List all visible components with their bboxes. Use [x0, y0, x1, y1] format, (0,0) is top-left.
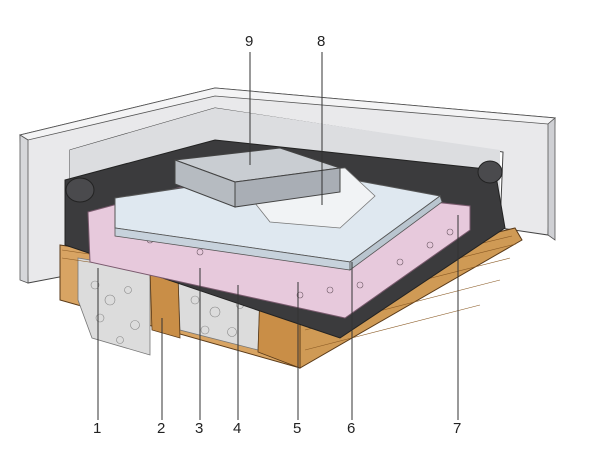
callout-1: 1	[93, 420, 101, 437]
membrane-roll-left	[65, 177, 95, 203]
leader-lines	[97, 52, 459, 420]
right-wall-face	[547, 117, 556, 241]
callout-9: 9	[245, 33, 253, 50]
callout-7: 7	[453, 420, 461, 437]
callout-5: 5	[293, 420, 301, 437]
callout-8: 8	[317, 33, 325, 50]
callout-4: 4	[233, 420, 241, 437]
membrane-roll-right	[477, 160, 503, 184]
left-wall-face	[19, 134, 29, 284]
gravel-texture	[90, 280, 244, 344]
floor-board-edge-right	[349, 195, 443, 271]
screed-block-side	[234, 167, 341, 208]
callout-2: 2	[157, 420, 165, 437]
callout-3: 3	[195, 420, 203, 437]
callout-6: 6	[347, 420, 355, 437]
